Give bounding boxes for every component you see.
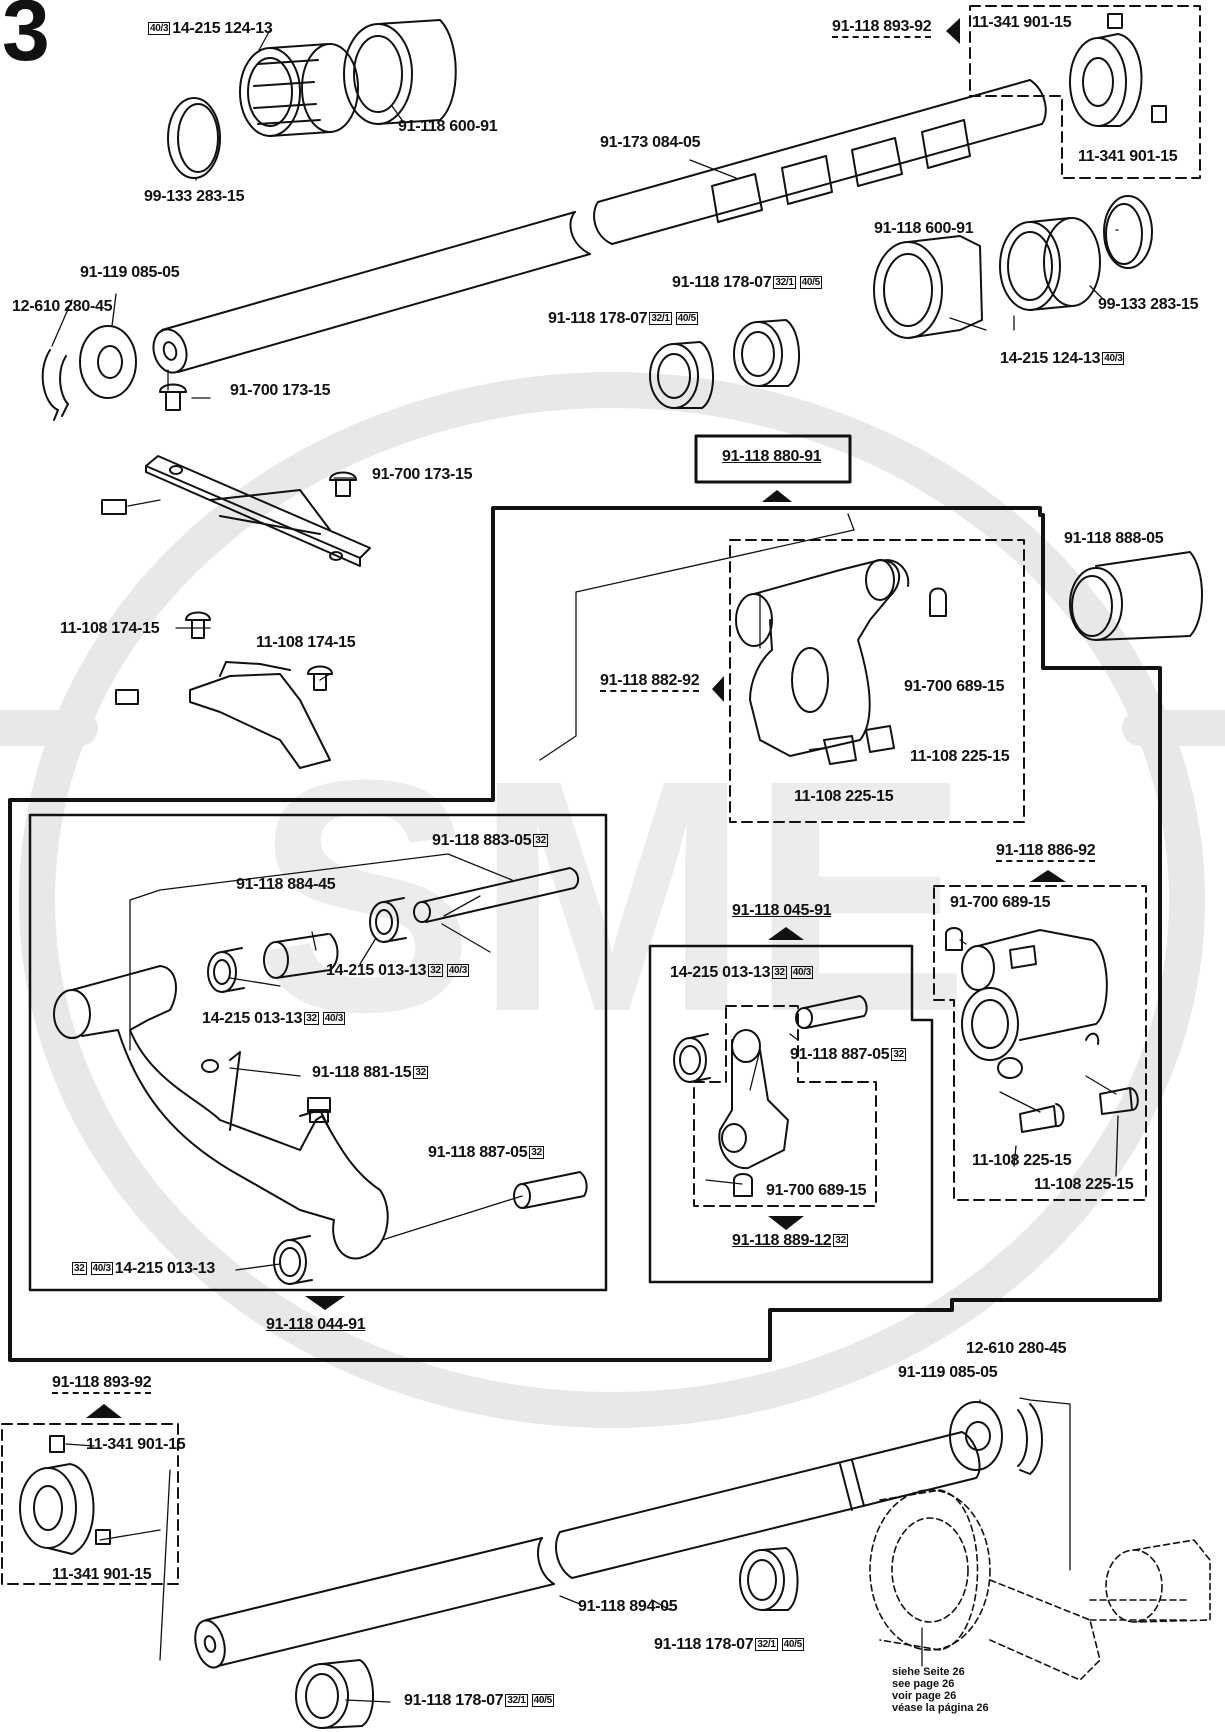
arm-882: [735, 559, 947, 765]
needle-plate: [101, 455, 371, 567]
label-91-118-886-92: 91-118 886-92: [996, 842, 1096, 862]
label-91-118-045-91: 91-118 045-91: [732, 902, 832, 919]
label-11-341-901-15-bottom-b: 11-341 901-15: [52, 1566, 152, 1583]
upper-right-bearings: [873, 195, 1153, 339]
assembly-889-box: [693, 1005, 877, 1207]
label-11-108-174-15-a: 11-108 174-15: [60, 620, 160, 637]
assembly-889-arrow: [768, 1216, 804, 1230]
label-91-700-173-15-a: 91-700 173-15: [230, 382, 331, 399]
watermark: [0, 372, 1225, 1428]
lower-shaft: [194, 1431, 981, 1669]
sleeve-888: [1069, 551, 1203, 641]
label-91-119-085-05-top: 91-119 085-05: [80, 264, 180, 281]
assembly-882-arrow: [712, 676, 724, 702]
parts-889: [673, 995, 868, 1197]
label-11-108-225-15-lower-a: 11-108 225-15: [972, 1152, 1072, 1169]
feed-dog: [115, 611, 333, 769]
label-91-700-689-15-right: 91-700 689-15: [950, 894, 1051, 911]
label-91-118-600-91-top: 91-118 600-91: [398, 118, 498, 135]
collar-lower-left: [19, 1435, 111, 1555]
assembly-045-arrow: [768, 927, 804, 940]
assembly-045-box: [648, 944, 934, 1284]
cross-reference-de: siehe Seite 26: [892, 1666, 965, 1678]
label-11-108-225-15-lower-b: 11-108 225-15: [1034, 1176, 1134, 1193]
needle-bearings-178-upper: [649, 319, 800, 409]
label-91-173-084-05: 91-173 084-05: [600, 134, 701, 151]
assembly-882-box: [729, 539, 1025, 823]
bearings-044: [207, 867, 588, 1285]
collar-upper-right: [1069, 13, 1167, 127]
label-11-108-225-15-upper-a: 11-108 225-15: [910, 748, 1010, 765]
label-91-119-085-05-bottom: 91-119 085-05: [898, 1364, 998, 1381]
label-91-118-884-45: 91-118 884-45: [236, 876, 336, 893]
label-11-108-174-15-b: 11-108 174-15: [256, 634, 356, 651]
washer-upper-left: [41, 325, 137, 421]
cross-reference-note: siehe Seite 26 see page 26 voir page 26 …: [892, 1666, 989, 1714]
leader-lines: [51, 29, 1119, 1703]
parts-886: [945, 927, 1139, 1133]
label-91-118-893-92-bottom: 91-118 893-92: [52, 1374, 152, 1394]
assembly-886-box: [933, 885, 1147, 1201]
label-11-341-901-15-top-b: 11-341 901-15: [1078, 148, 1178, 165]
watermark-text: SME: [254, 711, 969, 1080]
assembly-880-outline: [8, 506, 1162, 1362]
upper-left-bearings: [167, 19, 457, 179]
box-880-label: [694, 434, 852, 484]
label-91-700-689-15-upper: 91-700 689-15: [904, 678, 1005, 695]
label-99-133-283-15-right: 99-133 283-15: [1098, 296, 1199, 313]
label-91-118-888-05: 91-118 888-05: [1064, 530, 1164, 547]
assembly-893-bottom-frame: [1, 1423, 179, 1585]
assembly-044-arrow: [305, 1296, 345, 1310]
box-880-arrow: [762, 490, 792, 502]
label-91-700-173-15-b: 91-700 173-15: [372, 466, 473, 483]
assembly-893-bottom-arrow: [86, 1404, 122, 1418]
needle-bearings-178-lower: [295, 1547, 799, 1729]
label-91-118-894-05: 91-118 894-05: [578, 1598, 678, 1615]
screws-173: [159, 383, 357, 497]
cross-reference-en: see page 26: [892, 1678, 955, 1690]
label-11-341-901-15-bottom-a: 11-341 901-15: [86, 1436, 186, 1453]
label-91-700-689-15-middle: 91-700 689-15: [766, 1182, 867, 1199]
label-11-108-225-15-upper-b: 11-108 225-15: [794, 788, 894, 805]
label-91-118-882-92: 91-118 882-92: [600, 672, 700, 692]
label-91-118-893-92-top: 91-118 893-92: [832, 18, 932, 38]
label-91-118-880-91: 91-118 880-91: [722, 448, 822, 465]
label-12-610-280-45-bottom: 12-610 280-45: [966, 1340, 1067, 1357]
upper-shaft: [152, 79, 1047, 374]
label-91-118-600-91-right: 91-118 600-91: [874, 220, 974, 237]
cross-reference-es: véase la página 26: [892, 1702, 989, 1714]
label-12-610-280-45-top: 12-610 280-45: [12, 298, 113, 315]
assembly-893-top-arrow: [946, 18, 960, 44]
assembly-886-arrow: [1030, 870, 1066, 882]
referenced-assembly: [869, 1489, 1211, 1681]
cross-reference-fr: voir page 26: [892, 1690, 957, 1702]
page-number: 3: [2, 0, 50, 79]
assembly-044-box: [28, 813, 608, 1292]
label-11-341-901-15-top-a: 11-341 901-15: [972, 14, 1072, 31]
washer-lower-right: [949, 1401, 1043, 1475]
label-99-133-283-15-top: 99-133 283-15: [144, 188, 245, 205]
label-91-118-044-91: 91-118 044-91: [266, 1316, 366, 1333]
assembly-893-bottom-box: [0, 1426, 180, 1670]
